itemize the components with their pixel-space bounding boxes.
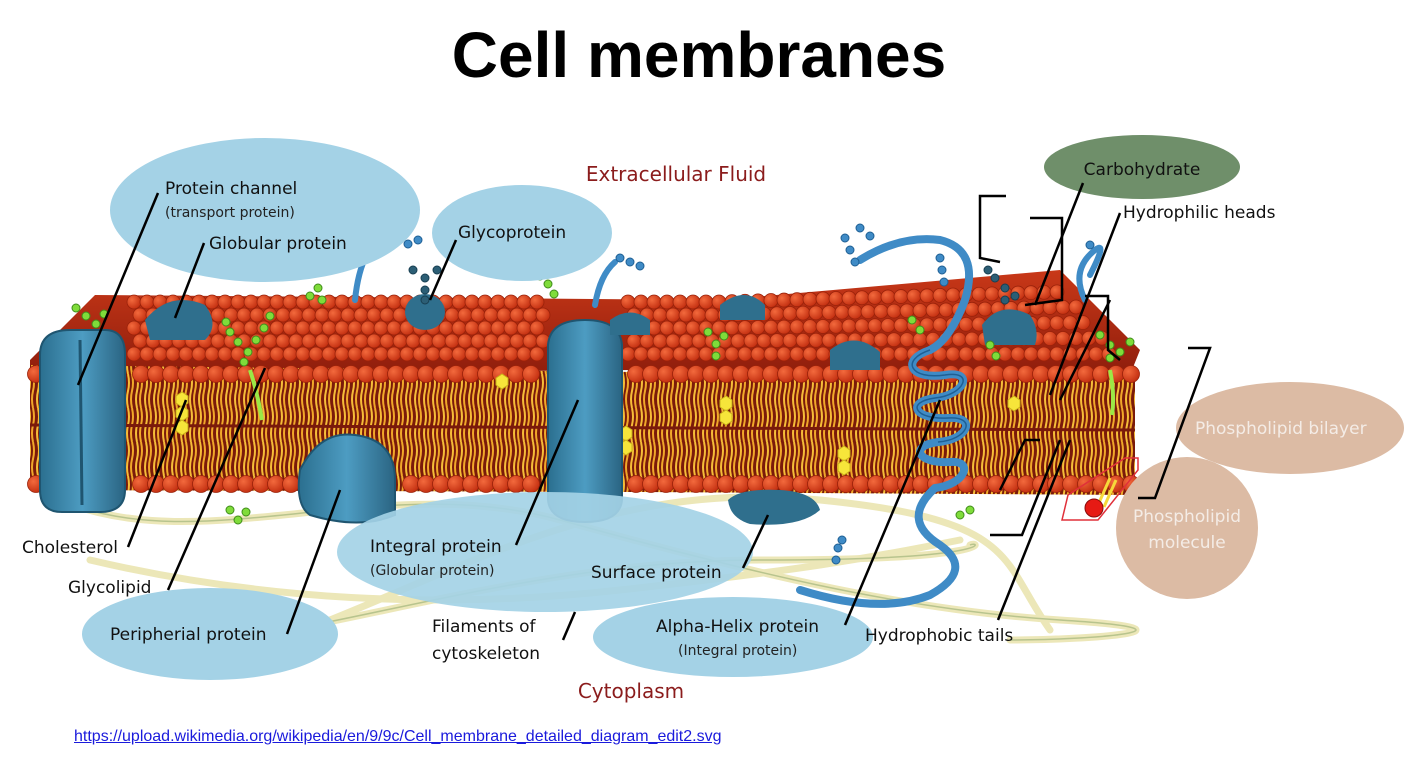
peripheral-protein-label: Peripherial protein xyxy=(110,625,267,645)
peripheral-protein xyxy=(297,433,396,524)
callout-alpha-helix xyxy=(593,597,873,677)
leader-lines xyxy=(76,182,1212,641)
surface-protein xyxy=(728,489,820,525)
integral-protein xyxy=(547,318,623,524)
surface-protein-label: Surface protein xyxy=(591,563,722,583)
filaments-label-2: cytoskeleton xyxy=(432,644,540,664)
callout-phospholipid-molecule xyxy=(1116,457,1258,599)
extracellular-fluid-label: Extracellular Fluid xyxy=(586,162,766,186)
callouts xyxy=(82,135,1404,680)
callout-peripheral-protein xyxy=(82,588,338,680)
glycoprotein-label: Glycoprotein xyxy=(458,223,566,243)
integral-protein-sublabel: (Globular protein) xyxy=(370,563,494,579)
callout-phospholipid-bilayer xyxy=(1176,382,1404,474)
alpha-helix-sublabel: (Integral protein) xyxy=(678,643,797,659)
callout-glycoprotein xyxy=(432,185,612,281)
cytoplasm-label: Cytoplasm xyxy=(578,679,684,703)
page-title: Cell membranes xyxy=(451,19,947,91)
hydrophobic-tails-label: Hydrophobic tails xyxy=(865,626,1013,646)
cholesterol-label: Cholesterol xyxy=(22,538,118,558)
phospholipid-molecule-label-1: Phospholipid xyxy=(1133,507,1241,527)
glycolipid-label: Glycolipid xyxy=(68,578,151,598)
callout-protein-channel xyxy=(110,138,420,282)
hydrophilic-heads-label: Hydrophilic heads xyxy=(1123,203,1276,223)
phospholipid-molecule-label-2: molecule xyxy=(1148,533,1225,553)
filaments-label-1: Filaments of xyxy=(432,617,537,637)
protein-channel-label: Protein channel xyxy=(165,179,297,199)
protein-channel xyxy=(39,329,126,513)
callout-carbohydrate xyxy=(1044,135,1240,199)
source-link[interactable]: https://upload.wikimedia.org/wikipedia/e… xyxy=(74,728,722,745)
head-row-upper xyxy=(27,365,1140,383)
integral-protein-label: Integral protein xyxy=(370,537,502,557)
glycoprotein-base xyxy=(405,294,445,330)
phospholipid-molecule xyxy=(1061,457,1139,521)
protein-channel-sublabel: (transport protein) xyxy=(165,205,295,221)
carbohydrate-label: Carbohydrate xyxy=(1084,160,1201,180)
proteins xyxy=(39,294,1037,525)
globular-protein-label: Globular protein xyxy=(209,234,347,254)
globular-protein xyxy=(145,300,213,340)
glycolipid-chains xyxy=(71,271,1135,525)
alpha-helix-label: Alpha-Helix protein xyxy=(656,617,819,637)
phospholipid-bilayer-label: Phospholipid bilayer xyxy=(1195,419,1367,439)
callout-integral-protein xyxy=(337,492,753,612)
